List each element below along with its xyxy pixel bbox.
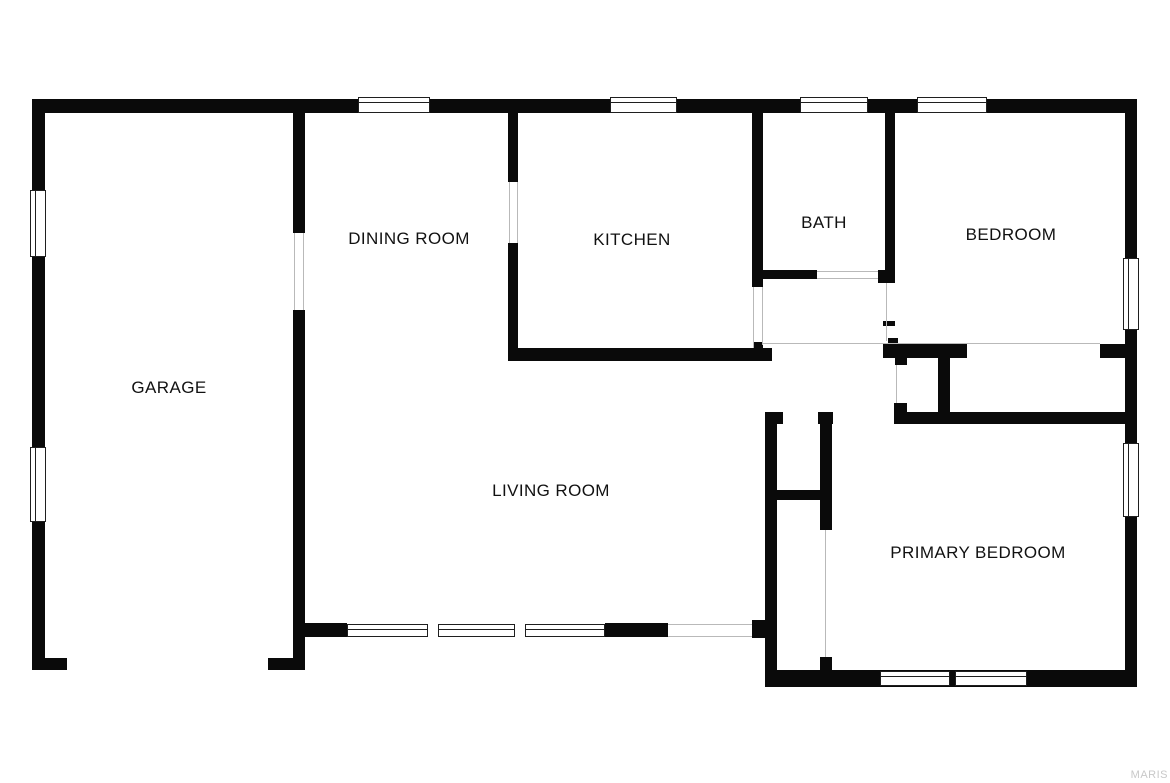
wall-segment [895,358,907,365]
wall-segment [293,310,305,670]
window-pane-line [881,676,949,677]
room-label-bath: BATH [801,213,847,232]
wall-segment [752,270,817,279]
wall-segment [752,620,765,638]
room-label-dining-room: DINING ROOM [348,229,470,248]
room-label-bedroom: BEDROOM [965,225,1057,244]
room-label-garage: GARAGE [131,378,207,397]
window-pane-line [1128,444,1129,516]
opening-line [762,287,763,345]
window-pane-line [35,448,36,521]
window-glyph [917,97,987,113]
window-pane-line [439,629,514,630]
opening-line [896,365,897,403]
room-label-kitchen: KITCHEN [593,230,671,249]
window-glyph [955,671,1027,686]
opening-line [509,182,510,243]
opening-line [668,624,752,625]
wall-segment [888,338,898,344]
wall-segment [818,412,833,424]
window-glyph [1123,443,1139,517]
wall-segment [293,113,305,233]
wall-segment [820,424,832,530]
wall-segment [777,490,820,500]
wall-segment [605,623,668,637]
wall-segment [508,243,518,348]
window-pane-line [801,102,867,103]
wall-segment [883,321,895,326]
window-glyph [438,624,515,637]
wall-segment [32,658,67,670]
window-glyph [30,190,46,257]
wall-segment [765,412,777,687]
window-pane-line [35,191,36,256]
window-glyph [1123,258,1139,330]
opening-line [886,283,887,341]
wall-segment [894,403,907,412]
window-pane-line [359,102,429,103]
wall-segment [1100,344,1125,358]
watermark-maris: MARIS [1130,769,1168,781]
window-glyph [347,624,428,637]
opening-line [753,287,754,348]
room-label-living-room: LIVING ROOM [492,481,610,500]
room-label-primary-bedroom: PRIMARY BEDROOM [890,543,1066,562]
opening-line [817,278,878,279]
opening-line [817,271,878,272]
wall-segment [883,344,967,358]
opening-line [294,233,295,310]
opening-line [762,343,1100,344]
wall-segment [508,348,772,361]
wall-segment [752,113,763,287]
wall-segment [894,412,1125,424]
wall-segment [820,657,832,670]
window-pane-line [918,102,986,103]
window-glyph [800,97,868,113]
window-pane-line [611,102,676,103]
window-pane-line [348,629,427,630]
window-glyph [30,447,46,522]
wall-segment [885,113,895,283]
window-glyph [610,97,677,113]
opening-line [303,233,304,310]
window-glyph [358,97,430,113]
wall-segment [753,342,763,348]
wall-segment [938,358,950,412]
wall-segment [765,412,783,424]
opening-line [668,636,752,637]
window-pane-line [956,676,1026,677]
window-pane-line [526,629,604,630]
window-glyph [880,671,950,686]
wall-segment [508,113,518,182]
wall-segment [305,623,347,637]
opening-line [517,182,518,243]
wall-segment [32,99,45,670]
window-pane-line [1128,259,1129,329]
window-glyph [525,624,605,637]
opening-line [825,530,826,657]
wall-segment [1125,99,1137,687]
